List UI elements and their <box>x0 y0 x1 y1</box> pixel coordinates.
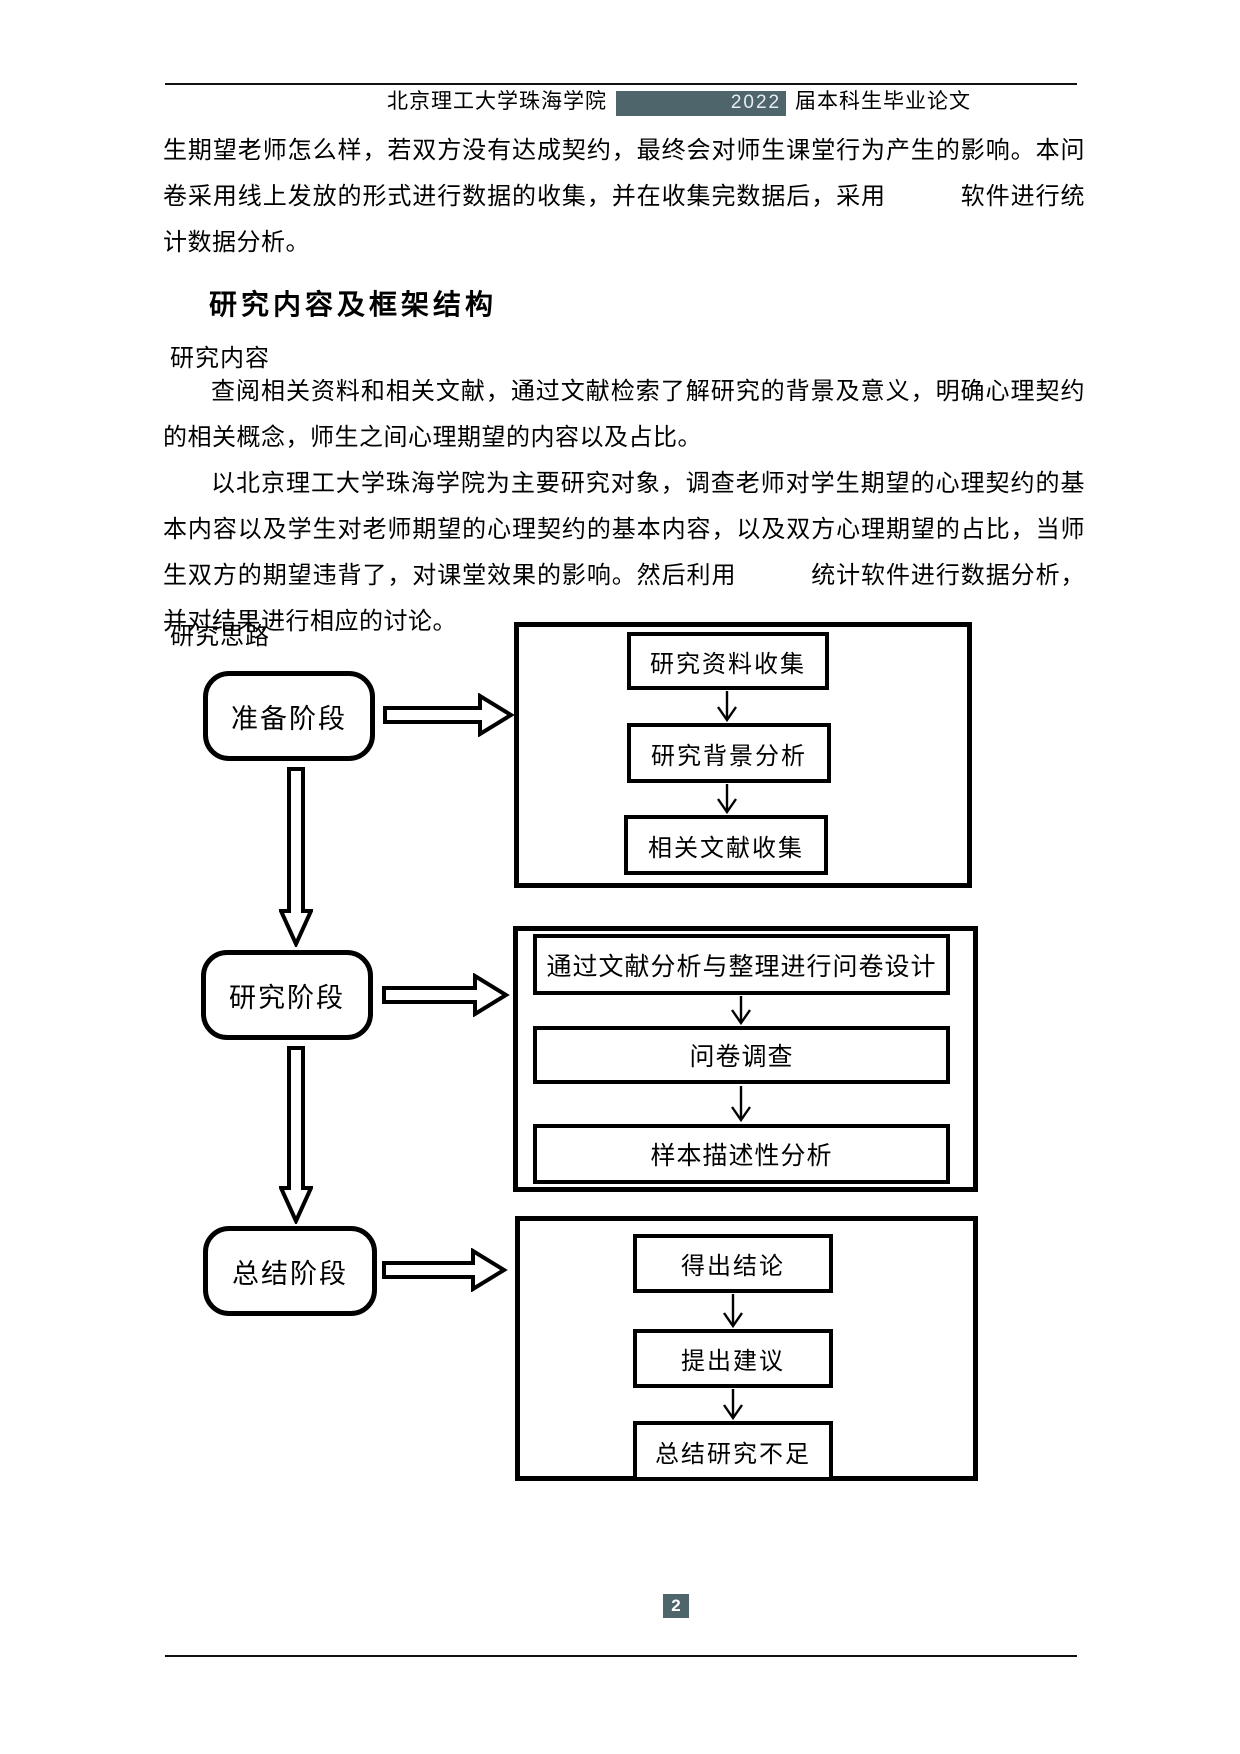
step-label: 得出结论 <box>681 1253 785 1280</box>
flow-step: 问卷调查 <box>533 1026 950 1084</box>
block-arrow-right-icon <box>382 1248 508 1292</box>
stage-label: 总结阶段 <box>232 1258 348 1289</box>
block-arrow-right-icon <box>383 693 515 737</box>
step-label: 研究背景分析 <box>651 742 807 770</box>
arrow-down-icon <box>723 1294 743 1328</box>
stage-box-preparation: 准备阶段 <box>203 671 375 761</box>
stage-box-research: 研究阶段 <box>201 950 373 1040</box>
arrow-down-icon <box>731 1086 751 1122</box>
flow-step: 总结研究不足 <box>633 1421 833 1481</box>
step-label: 通过文献分析与整理进行问卷设计 <box>546 952 937 981</box>
step-label: 提出建议 <box>681 1348 785 1375</box>
subsection-label-research-approach: 研究思路 <box>170 623 270 650</box>
arrow-down-icon <box>723 1389 743 1420</box>
body-paragraph-2: 查阅相关资料和相关文献，通过文献检索了解研究的背景及意义，明确心理契约的相关概念… <box>163 378 1085 451</box>
block-arrow-right-icon <box>382 973 510 1017</box>
body-paragraph-3: 以北京理工大学珠海学院为主要研究对象，调查老师对学生期望的心理契约的基本内容以及… <box>163 470 1085 635</box>
block-arrow-down-icon <box>279 767 313 947</box>
arrow-down-icon <box>731 996 751 1025</box>
flow-step: 研究背景分析 <box>627 723 831 783</box>
header-rule <box>165 83 1077 85</box>
section-heading: 研究内容及框架结构 <box>209 289 498 320</box>
page-number-badge: 2 <box>663 1594 689 1618</box>
header-institution: 北京理工大学珠海学院 <box>387 90 608 113</box>
step-label: 总结研究不足 <box>655 1440 811 1468</box>
stage-label: 研究阶段 <box>229 982 345 1013</box>
flow-step: 样本描述性分析 <box>533 1124 950 1184</box>
arrow-down-icon <box>717 784 737 814</box>
flow-step: 相关文献收集 <box>624 815 828 875</box>
step-label: 相关文献收集 <box>648 834 804 862</box>
flow-step: 研究资料收集 <box>627 632 829 690</box>
header-suffix: 届本科生毕业论文 <box>794 90 971 113</box>
flow-step: 通过文献分析与整理进行问卷设计 <box>533 934 950 995</box>
subsection-label-research-content: 研究内容 <box>170 345 270 372</box>
flow-step: 得出结论 <box>633 1234 833 1293</box>
page-header: 北京理工大学珠海学院 2022 届本科生毕业论文 <box>163 85 1085 116</box>
body-paragraph-1: 生期望老师怎么样，若双方没有达成契约，最终会对师生课堂行为产生的影响。本问卷采用… <box>163 137 1085 256</box>
step-label: 研究资料收集 <box>650 650 806 678</box>
year-field-shaded: 2022 <box>615 91 787 116</box>
stage-box-summary: 总结阶段 <box>203 1226 377 1316</box>
flow-step: 提出建议 <box>633 1329 833 1388</box>
arrow-down-icon <box>717 691 737 722</box>
footer-rule <box>165 1655 1077 1657</box>
step-label: 问卷调查 <box>689 1043 794 1071</box>
step-label: 样本描述性分析 <box>650 1142 833 1170</box>
block-arrow-down-icon <box>279 1046 313 1224</box>
stage-label: 准备阶段 <box>231 703 347 734</box>
